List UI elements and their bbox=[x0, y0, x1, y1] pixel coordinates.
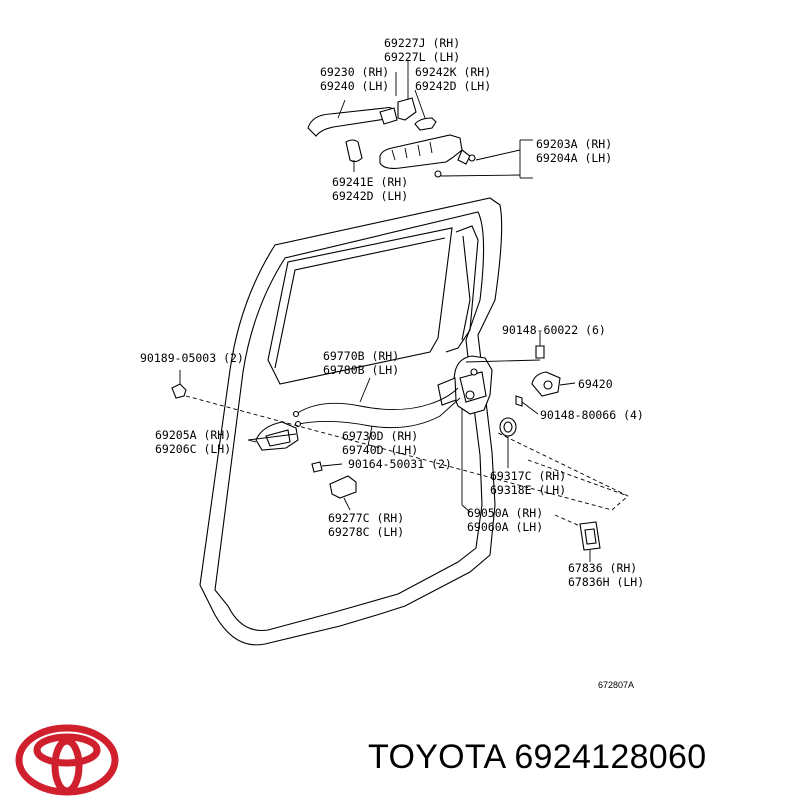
clip-icon bbox=[171, 383, 187, 399]
label-69204-lh: 69204A (LH) bbox=[536, 151, 612, 165]
label-69740-lh: 69740D (LH) bbox=[342, 443, 418, 457]
label-69277-rh: 69277C (RH) bbox=[328, 511, 404, 525]
leader-lines bbox=[247, 359, 541, 513]
outside-handle-assembly bbox=[307, 60, 533, 179]
label-67836h-lh: 67836H (LH) bbox=[568, 575, 644, 589]
cable-assembly bbox=[292, 377, 461, 447]
label-69420: 69420 bbox=[578, 377, 613, 391]
door-panel bbox=[199, 197, 503, 646]
label-69205-rh: 69205A (RH) bbox=[155, 428, 231, 442]
label-69230-rh: 69230 (RH) bbox=[320, 65, 389, 79]
label-67836-rh: 67836 (RH) bbox=[568, 561, 637, 575]
label-69227-lh: 69227L (LH) bbox=[384, 50, 460, 64]
screw-icon bbox=[311, 461, 323, 473]
label-90189-05003: 90189-05003 (2) bbox=[140, 351, 244, 365]
footer bbox=[0, 700, 800, 800]
bolt-icon bbox=[535, 345, 545, 359]
bracket-icon bbox=[329, 475, 357, 499]
label-69278-lh: 69278C (LH) bbox=[328, 525, 404, 539]
handle-cap bbox=[397, 97, 417, 121]
label-69206-lh: 69206C (LH) bbox=[155, 442, 231, 456]
label-69242d-lh-2: 69242D (LH) bbox=[332, 189, 408, 203]
label-69770-rh: 69770B (RH) bbox=[323, 349, 399, 363]
label-69203-rh: 69203A (RH) bbox=[536, 137, 612, 151]
label-69241-rh: 69241E (RH) bbox=[332, 175, 408, 189]
label-69240-lh: 69240 (LH) bbox=[320, 79, 389, 93]
label-69242k-rh: 69242K (RH) bbox=[415, 65, 491, 79]
striker-assembly bbox=[579, 521, 601, 562]
label-69317-rh: 69317C (RH) bbox=[490, 469, 566, 483]
label-69780-lh: 69780B (LH) bbox=[323, 363, 399, 377]
label-69318-lh: 69318E (LH) bbox=[490, 483, 566, 497]
label-90148-80066: 90148-80066 (4) bbox=[540, 408, 644, 422]
toyota-logo bbox=[15, 724, 119, 796]
label-69060-lh: 69060A (LH) bbox=[467, 520, 543, 534]
page-title: TOYOTA 6924128060 bbox=[368, 738, 707, 776]
part-labels: 69227J (RH) 69227L (LH) 69230 (RH) 69240… bbox=[140, 36, 644, 690]
label-69227-rh: 69227J (RH) bbox=[384, 36, 460, 50]
diagram-reference: 672807A bbox=[598, 680, 634, 690]
label-69730-rh: 69730D (RH) bbox=[342, 429, 418, 443]
label-69242d-lh: 69242D (LH) bbox=[415, 79, 491, 93]
label-90148-60022: 90148-60022 (6) bbox=[502, 323, 606, 337]
label-90164-50031: 90164-50031 (2) bbox=[348, 457, 452, 471]
label-69050-rh: 69050A (RH) bbox=[467, 506, 543, 520]
reference-lines bbox=[185, 395, 629, 527]
door-lock-assembly bbox=[437, 332, 576, 468]
